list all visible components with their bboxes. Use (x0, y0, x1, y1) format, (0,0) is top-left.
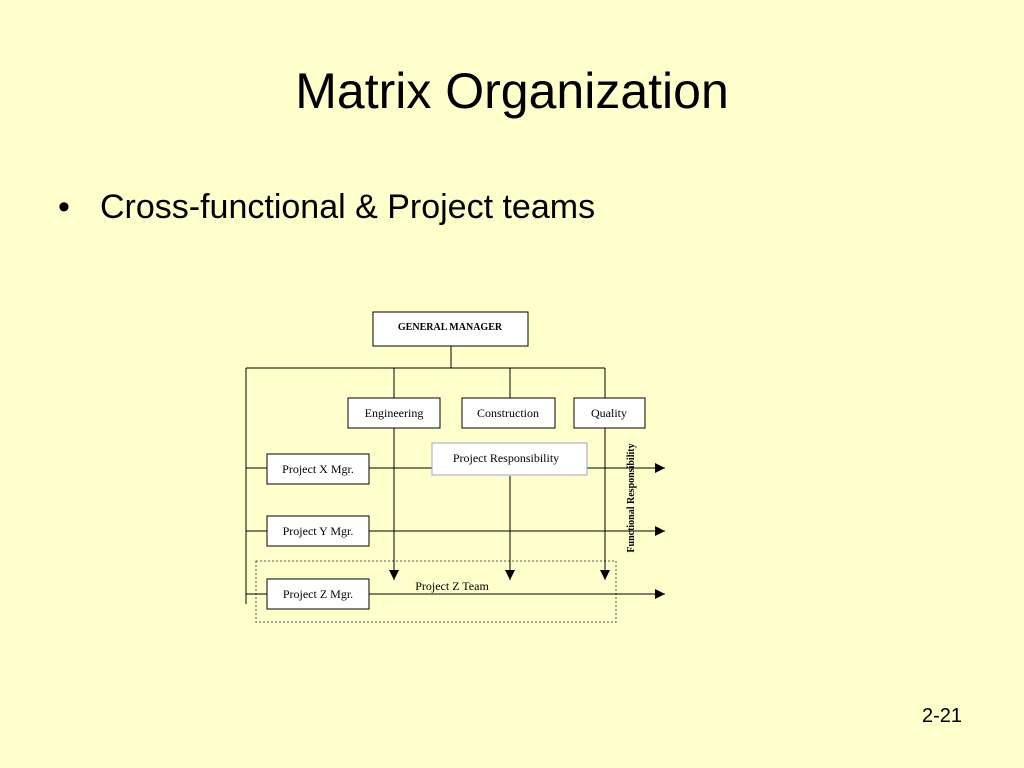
bullet-symbol: • (58, 188, 70, 226)
quality-box (573, 397, 646, 429)
quality-label: Quality (591, 406, 627, 420)
project-responsibility-label: Project Responsibility (453, 451, 559, 465)
project-y-mgr-label: Project Y Mgr. (283, 524, 354, 538)
page-number: 2-21 (922, 705, 963, 727)
bullet-text: Cross-functional & Project teams (100, 188, 596, 226)
project-z-mgr-box (266, 578, 370, 610)
project-y-mgr-box (266, 515, 370, 547)
project-responsibility-box (431, 442, 588, 476)
functional-responsibility-label: Functional Responsibility (626, 443, 637, 552)
project-x-mgr-box (266, 453, 370, 485)
project-z-team-area (255, 560, 617, 623)
slide-title: Matrix Organization (295, 63, 729, 119)
construction-box (461, 397, 556, 429)
construction-label: Construction (477, 406, 539, 420)
general-manager-label: GENERAL MANAGER (398, 322, 503, 333)
bullet-item: • Cross-functional & Project teams (58, 188, 595, 227)
project-z-mgr-label: Project Z Mgr. (283, 587, 353, 601)
project-x-mgr-label: Project X Mgr. (282, 462, 354, 476)
project-z-team-label: Project Z Team (415, 579, 489, 593)
engineering-label: Engineering (365, 406, 424, 420)
